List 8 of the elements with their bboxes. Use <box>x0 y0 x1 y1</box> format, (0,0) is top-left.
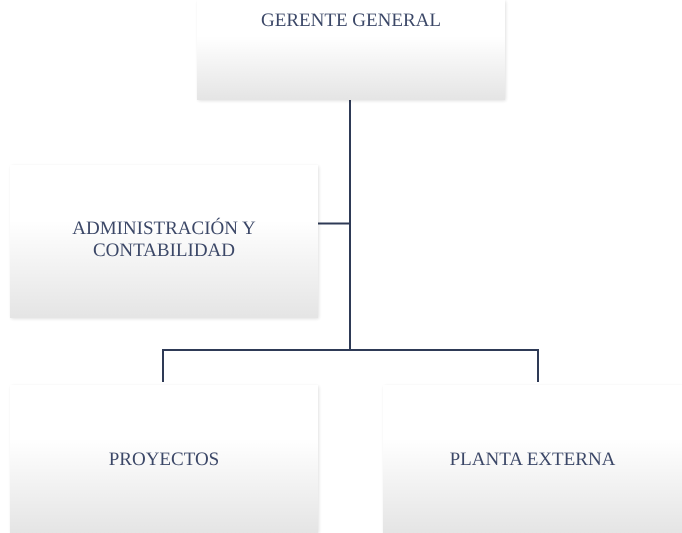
box-label: PLANTA EXTERNA <box>448 449 616 471</box>
box-label: ADMINISTRACIÓN Y CONTABILIDAD <box>71 218 257 262</box>
box-label: PROYECTOS <box>108 449 220 471</box>
org-box <box>10 385 318 533</box>
box-label: GERENTE GENERAL <box>260 10 442 32</box>
org-box <box>197 0 505 100</box>
org-box <box>10 165 318 318</box>
org-box <box>383 385 682 533</box>
